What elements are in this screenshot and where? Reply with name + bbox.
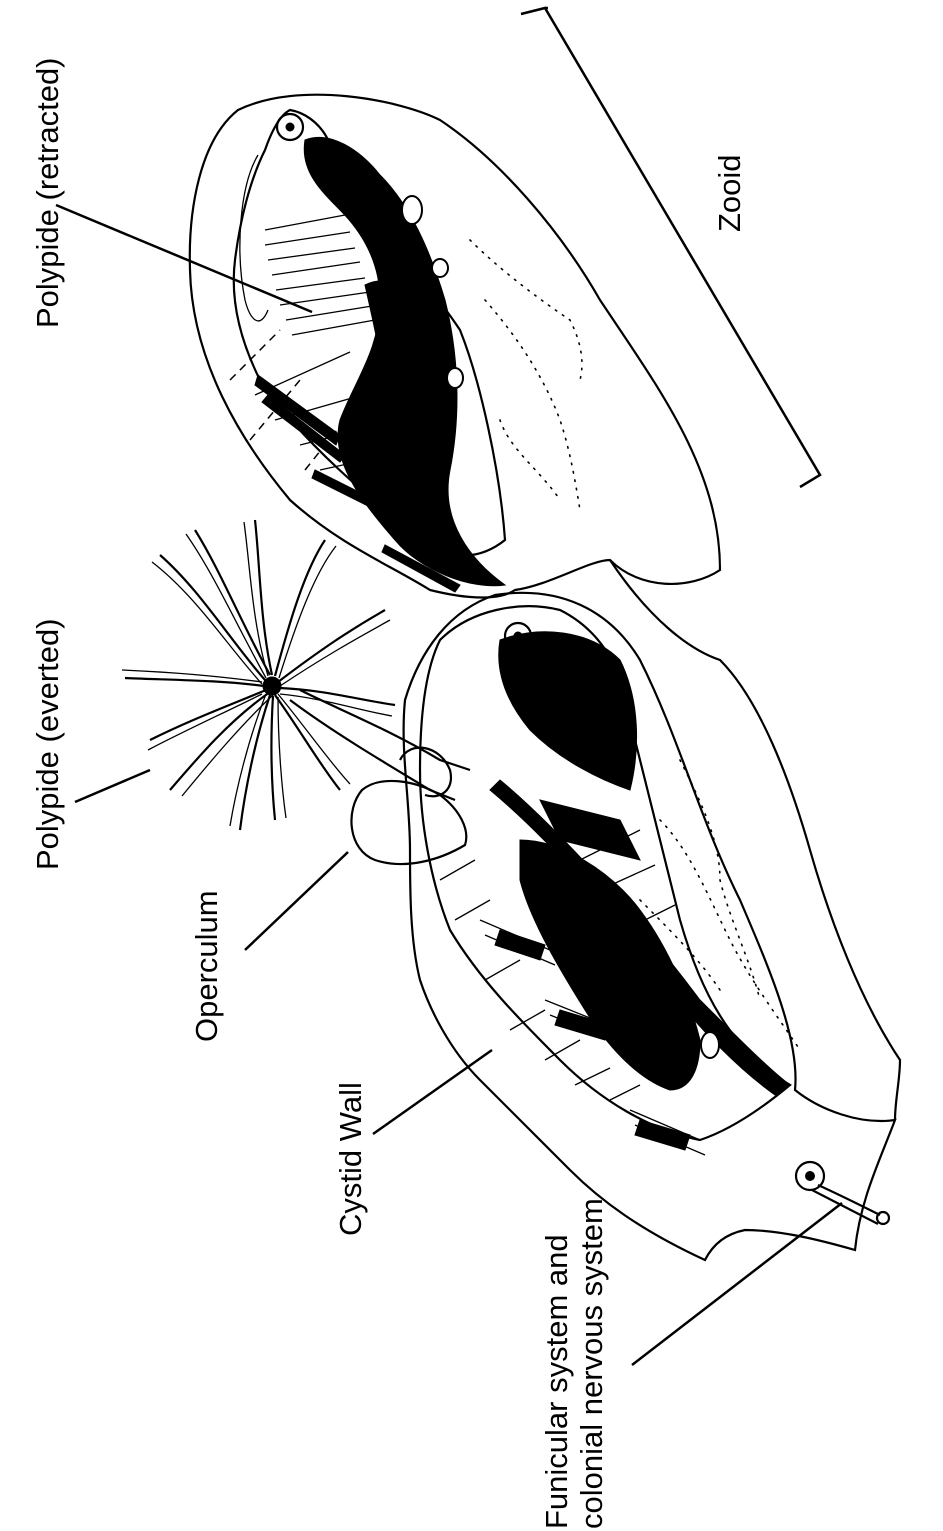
lophophore-tentacles <box>122 520 395 830</box>
label-polypide-retracted-text: Polypide (retracted) <box>30 57 65 328</box>
label-polypide-everted: Polypide (everted) <box>30 618 65 870</box>
label-cystid-wall-text: Cystid Wall <box>333 1082 368 1236</box>
lower-polypide-gut <box>499 632 637 790</box>
lower-polypide-spot <box>701 1032 719 1058</box>
funicular-connector-strand-a <box>818 1185 880 1215</box>
upper-polypide-spot-1 <box>402 196 422 224</box>
label-polypide-retracted: Polypide (retracted) <box>30 57 65 328</box>
leader-polypide-everted <box>75 770 150 802</box>
leader-polypide-retracted <box>56 205 312 312</box>
leader-operculum <box>245 852 348 950</box>
funicular-connector-tip <box>877 1212 889 1224</box>
leader-funicular-system <box>632 1203 842 1365</box>
introvert-stalk <box>290 690 470 800</box>
label-cystid-wall: Cystid Wall <box>333 1082 368 1236</box>
leader-cystid-wall <box>373 1050 492 1134</box>
upper-polypide-spot-2 <box>432 259 448 277</box>
upper-polypide-spot-3 <box>447 368 463 388</box>
lophophore-mouth <box>263 677 281 695</box>
upper-funicular-node-core <box>286 123 294 131</box>
label-funicular-line2: colonial nervous system <box>574 1198 609 1529</box>
lower-zooid <box>404 560 900 1260</box>
label-zooid-text: Zooid <box>712 154 747 232</box>
upper-zooid-orifice-loop <box>240 155 268 321</box>
funicular-connector-core <box>806 1172 815 1181</box>
label-funicular-system: Funicular system and colonial nervous sy… <box>539 1198 609 1529</box>
label-operculum: Operculum <box>189 890 224 1042</box>
upper-zooid-dotted-interior <box>470 240 582 510</box>
label-operculum-text: Operculum <box>189 890 224 1042</box>
lower-funicular-node-core <box>514 632 522 640</box>
label-zooid: Zooid <box>712 154 747 232</box>
label-funicular-line1: Funicular system and <box>539 1234 574 1529</box>
label-polypide-everted-text: Polypide (everted) <box>30 618 65 870</box>
